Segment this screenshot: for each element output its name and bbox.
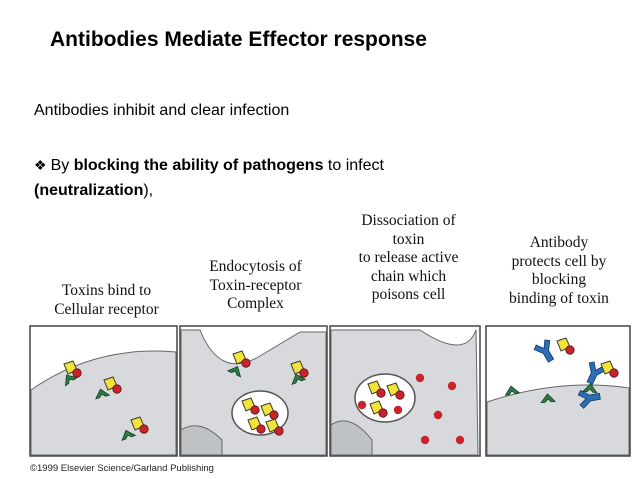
copyright-notice: ©1999 Elsevier Science/Garland Publishin… <box>30 463 214 474</box>
bullet-prefix: By <box>50 157 74 174</box>
slide-title: Antibodies Mediate Effector response <box>50 28 427 51</box>
panel-1 <box>29 325 178 457</box>
panel-4 <box>485 325 631 457</box>
intro-line: Antibodies inhibit and clear infection <box>34 102 290 119</box>
diamond-bullet-icon: ❖ <box>34 157 47 173</box>
caption-panel-3: Dissociation of toxin to release active … <box>358 212 459 303</box>
bullet-bold-phrase: blocking the ability of pathogens <box>73 157 324 174</box>
panel-3 <box>329 325 481 457</box>
bullet-point: ❖By blocking the ability of pathogens to… <box>34 153 554 203</box>
bullet-mid: to infect <box>323 157 384 174</box>
panel-2 <box>179 325 328 457</box>
bullet-bold-term: (neutralization <box>34 182 144 199</box>
caption-panel-2: Endocytosis of Toxin-receptor Complex <box>209 258 302 312</box>
caption-panel-4: Antibody protects cell by blocking bindi… <box>509 234 609 307</box>
bullet-suffix: ), <box>143 182 154 199</box>
caption-panel-1: Toxins bind to Cellular receptor <box>54 282 159 318</box>
